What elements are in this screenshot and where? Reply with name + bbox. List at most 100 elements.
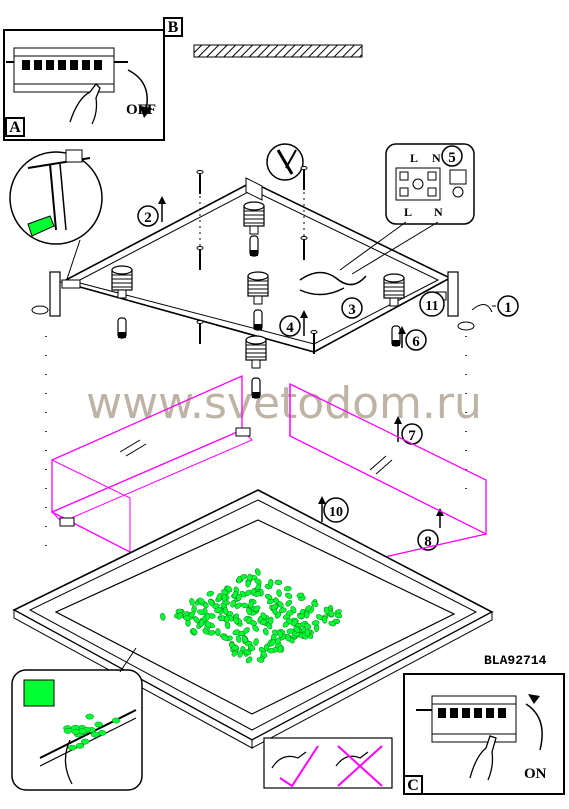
step-5: 5: [448, 150, 456, 166]
crystal-bead: [274, 637, 281, 645]
crystal-bead: [290, 605, 297, 614]
crystal-bead: [303, 623, 312, 629]
crystal-bead: [246, 607, 252, 616]
lamp-socket: [247, 271, 269, 305]
crystal-bead: [285, 599, 292, 607]
crystal-bead: [264, 593, 273, 600]
crystal-bead: [214, 607, 222, 613]
supply-wire: [299, 287, 345, 296]
step-7: 7: [408, 428, 416, 444]
crystal-bead: [80, 738, 90, 745]
lamp-bulb: [253, 309, 263, 331]
crystal-bead: [221, 593, 228, 602]
crystal-bead: [253, 591, 262, 597]
glass-clip: [59, 517, 75, 527]
crystal-bead: [67, 744, 77, 751]
crystal-bead: [235, 635, 242, 643]
crystal-bead: [111, 717, 121, 724]
crystal-bead: [253, 638, 259, 646]
lamp-socket: [245, 335, 267, 369]
crystal-bead: [222, 607, 229, 615]
crystal-bead: [283, 586, 292, 592]
crystal-bead: [274, 579, 283, 586]
watermark-text: www.svetodom.ru: [86, 378, 482, 429]
lamp-bulb: [249, 235, 259, 257]
terminal-l-bottom: L: [404, 205, 412, 219]
crystal-bead: [304, 628, 311, 637]
crystal-bead: [176, 612, 183, 620]
terminal-n-bottom: N: [434, 205, 443, 219]
crystal-bead: [262, 627, 269, 636]
crystal-bead: [233, 617, 240, 625]
crystal-bead: [216, 592, 223, 601]
terminal-l-top: L: [410, 151, 418, 165]
step-10: 10: [329, 505, 343, 520]
step-4: 4: [286, 320, 294, 336]
crystal-bead: [274, 611, 282, 619]
crystal-bead: [311, 600, 319, 607]
crystal-bead: [267, 648, 275, 654]
crystal-bead: [189, 598, 195, 606]
crystal-bead: [279, 607, 287, 613]
curved-arrow-icon: [127, 69, 148, 111]
crystal-bead: [231, 645, 239, 651]
crystal-bead: [225, 585, 233, 593]
crystal-bead: [270, 603, 278, 610]
model-code: BLA92714: [484, 653, 547, 668]
screw-icon: [196, 245, 204, 271]
lamp-socket: [111, 265, 133, 299]
screw-icon: [196, 169, 204, 195]
step-11: 11: [425, 299, 438, 314]
crystal-bead: [236, 575, 242, 584]
crystal-bead: [323, 606, 330, 615]
crystal-bead: [245, 656, 253, 664]
crystal-bead: [198, 619, 205, 628]
off-label: OFF: [126, 102, 156, 118]
crystal-bead: [197, 597, 205, 604]
lamp-bulb: [117, 317, 127, 339]
crystal-bead: [268, 616, 274, 625]
panel-c: C ON: [403, 673, 565, 795]
crystal-bead: [247, 644, 256, 651]
crystal-bead: [221, 635, 229, 641]
crystal-bead: [304, 610, 310, 619]
lamp-socket: [243, 201, 265, 235]
crystal-bead: [276, 589, 282, 598]
glass-clip: [235, 427, 251, 437]
crystal-bead: [243, 627, 250, 634]
crystal-bead: [230, 599, 236, 608]
lamp-socket: [383, 273, 405, 307]
crystal-bead: [291, 619, 298, 627]
crystal-bead: [252, 625, 259, 632]
hand-icon: [69, 83, 101, 125]
crystal-bead: [240, 602, 249, 609]
crystal-bead: [241, 635, 248, 643]
crystal-bead: [236, 593, 242, 602]
crystal-bead: [256, 657, 265, 663]
crystal-bead: [206, 590, 214, 597]
step-1: 1: [504, 300, 512, 316]
crystal-bead: [204, 612, 211, 621]
crystal-bead: [311, 620, 320, 626]
crystal-bead: [94, 721, 103, 728]
crystal-bead: [91, 731, 100, 738]
crystal-bead: [85, 713, 94, 720]
crystal-bead: [304, 605, 312, 612]
step-labels: 1 2 3 4 5 6 7 8 9 10 11: [29, 145, 519, 741]
crystal-bead: [322, 615, 328, 624]
lamp-bulb: [251, 377, 261, 399]
crystal-bead: [160, 612, 166, 621]
crystal-bead: [285, 633, 291, 642]
crystal-bead: [190, 628, 198, 635]
crystal-bead: [260, 612, 267, 620]
inset-bracket-detail: [9, 149, 103, 283]
crystal-bead: [204, 620, 211, 628]
crystal-bead: [244, 589, 252, 597]
crystal-bead: [237, 650, 244, 658]
crystal-bead: [296, 592, 305, 599]
screw-icon: [196, 319, 204, 345]
crystal-bead: [277, 630, 284, 638]
crystal-bead: [254, 568, 261, 576]
glass-panel-right: [289, 382, 487, 559]
panel-b-label: B: [168, 19, 179, 36]
